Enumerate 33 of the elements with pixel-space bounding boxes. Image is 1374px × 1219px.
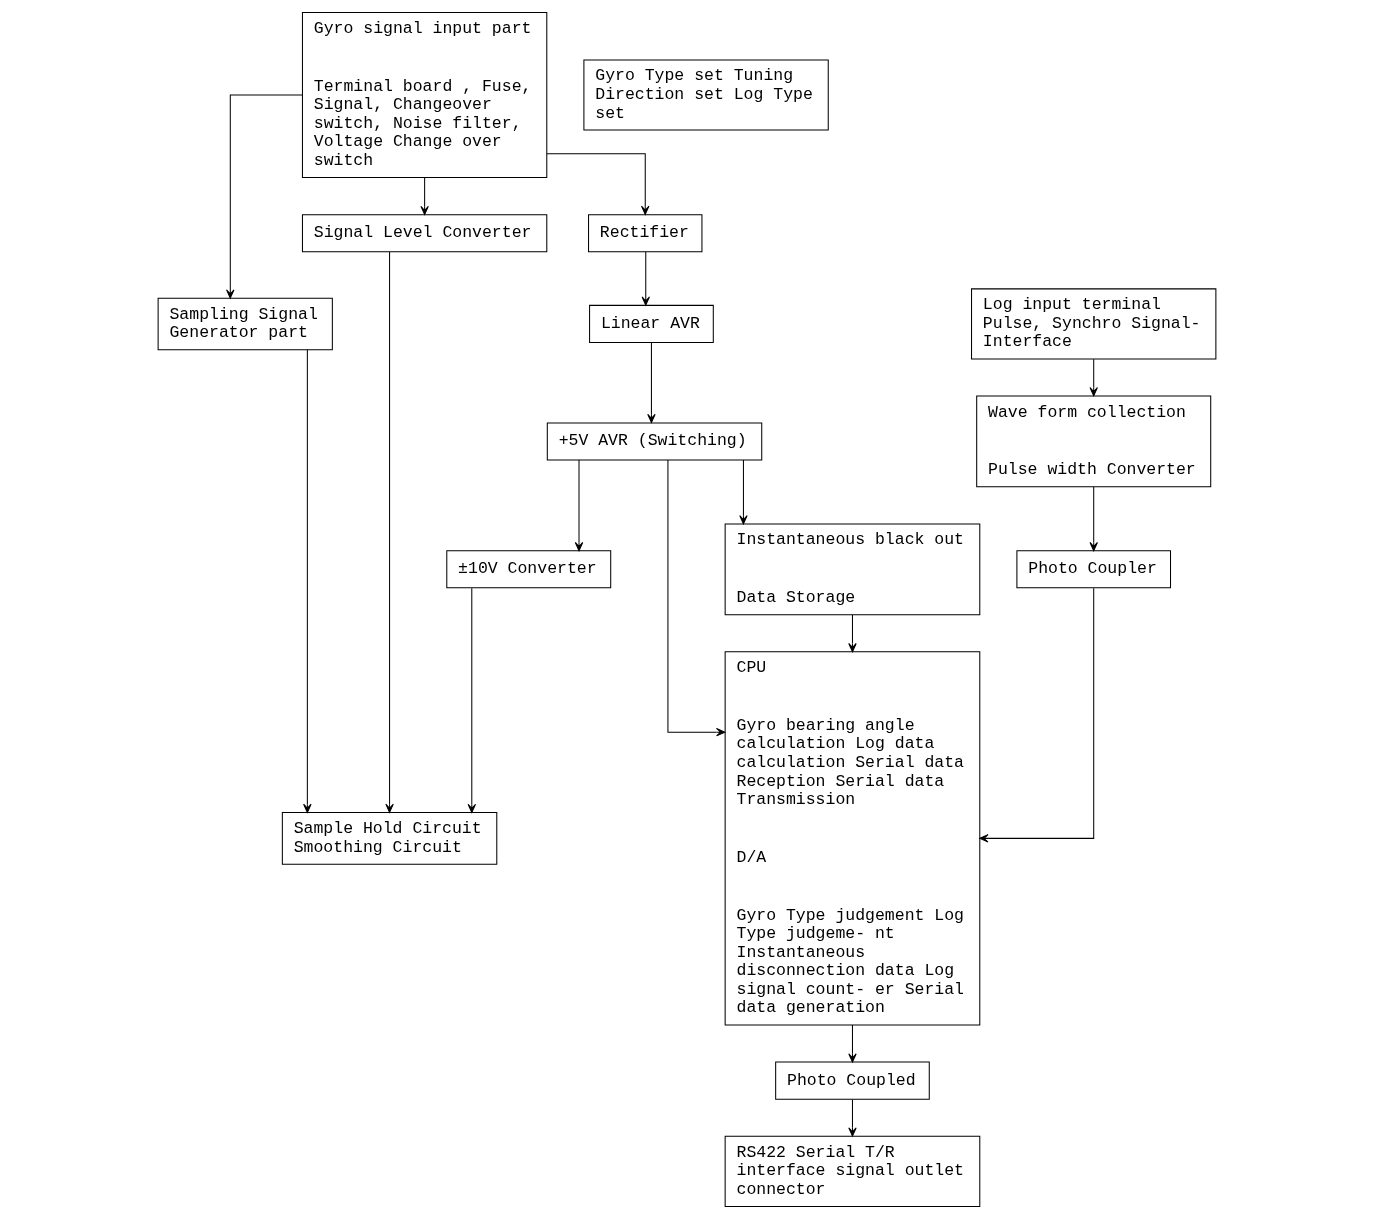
arrow [848,614,857,653]
arrow [574,459,584,552]
arrow [1089,486,1098,552]
node-box: Photo Coupled [775,1061,930,1100]
arrow [226,94,303,299]
node-box: Photo Coupler [1016,550,1172,589]
arrow [848,1098,857,1137]
node-box: CPU Gyro bearing angle calculation Log data calculation Serial data Reception Serial data Transmission D/A Gyro Type judgement Log Type judgeme- nt Instantaneous disconnection data Log signal count- er Serial data generation [724,651,981,1026]
arrow [667,459,726,737]
node-box: Sample Hold Circuit Smoothing Circuit [281,812,498,865]
node-box: Instantaneous black out Data Storage [724,523,981,616]
arrow [1089,358,1098,397]
node-box: Sampling Signal Generator part [157,297,333,351]
node-box: Signal Level Converter [301,214,548,253]
arrow [303,349,312,813]
node-box: RS422 Serial T/R interface signal outlet connector [724,1135,981,1207]
arrow [848,1024,857,1063]
node-box: Gyro Type set Tuning Direction set Log Type set [583,59,829,131]
arrow [467,587,476,814]
node-box: +5V AVR (Switching) [546,422,763,461]
arrow [739,459,748,525]
arrow [979,587,1095,843]
node-box: Log input terminal Pulse, Synchro Signal- Interface [971,288,1217,360]
node-box: Wave form collection Pulse width Converter [976,395,1212,488]
node-box: Linear AVR [589,304,714,343]
node-box: Rectifier [588,214,703,253]
arrow [385,251,394,813]
node-box: ±10V Converter [446,550,612,589]
node-box: Gyro signal input part Terminal board , Fuse, Signal, Changeover switch, Noise filter, Voltage Change over switch [301,12,548,179]
arrow [546,153,650,215]
arrow [641,251,650,306]
arrow [420,177,429,216]
arrow [647,342,656,424]
